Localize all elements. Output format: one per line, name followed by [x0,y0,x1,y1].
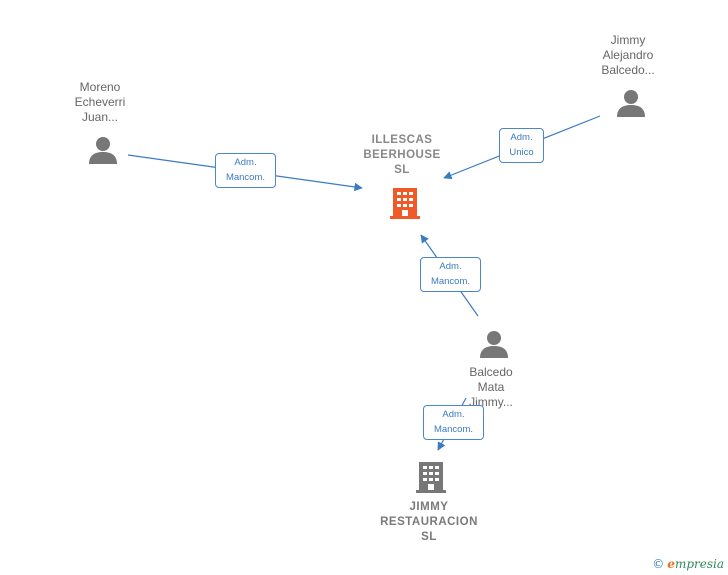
edge-label-line: Adm. [439,261,462,272]
company-name-line: RESTAURACION [380,516,478,528]
edge-label-line: Mancom. [225,172,266,183]
person-name-line: Balcedo [469,365,513,379]
edge-label-line: Adm. [510,132,533,143]
edge-label-balcedo-main[interactable]: Adm. Mancom. [420,257,481,292]
person-icon[interactable] [479,329,509,359]
person-moreno-label[interactable]: Moreno Echeverri Juan... [50,80,150,125]
building-icon[interactable] [389,186,421,220]
person-name-line: Balcedo... [601,63,655,77]
main-company-name-line: BEERHOUSE [363,149,441,161]
company-name-line: JIMMY [409,501,449,513]
edge-label-line: Unico [509,147,534,158]
person-name-line: Echeverri [74,95,126,109]
edge-label-moreno[interactable]: Adm. Mancom. [215,153,276,188]
person-name-line: Moreno [79,80,121,94]
jimmy-company-label[interactable]: JIMMY RESTAURACION SL [369,500,489,545]
person-name-line: Alejandro [602,48,654,62]
edge-label-line: Mancom. [433,424,474,435]
empresia-watermark: ©empresia [652,557,724,571]
edge-label-jimmy[interactable]: Adm. Unico [499,128,544,163]
brand-initial: e [667,557,675,571]
main-company-name-line: ILLESCAS [371,134,433,146]
brand-name: mpresia [674,557,724,571]
person-icon[interactable] [88,135,118,165]
person-name-line: Jimmy [610,33,646,47]
person-jimmy-label[interactable]: Jimmy Alejandro Balcedo... [578,33,678,78]
copyright-icon: © [652,557,665,571]
person-name-line: Mata [477,380,505,394]
person-balcedo-label[interactable]: Balcedo Mata Jimmy... [441,365,541,410]
edge-label-line: Mancom. [430,276,471,287]
main-company-label[interactable]: ILLESCAS BEERHOUSE SL [352,133,452,178]
building-icon[interactable] [415,460,447,494]
edge-label-line: Adm. [234,157,257,168]
edge-label-balcedo-company[interactable]: Adm. Mancom. [423,405,484,440]
person-icon[interactable] [616,88,646,118]
edge-label-line: Adm. [442,409,465,420]
main-company-name-line: SL [394,164,410,176]
company-name-line: SL [421,531,437,543]
person-name-line: Juan... [81,110,119,124]
